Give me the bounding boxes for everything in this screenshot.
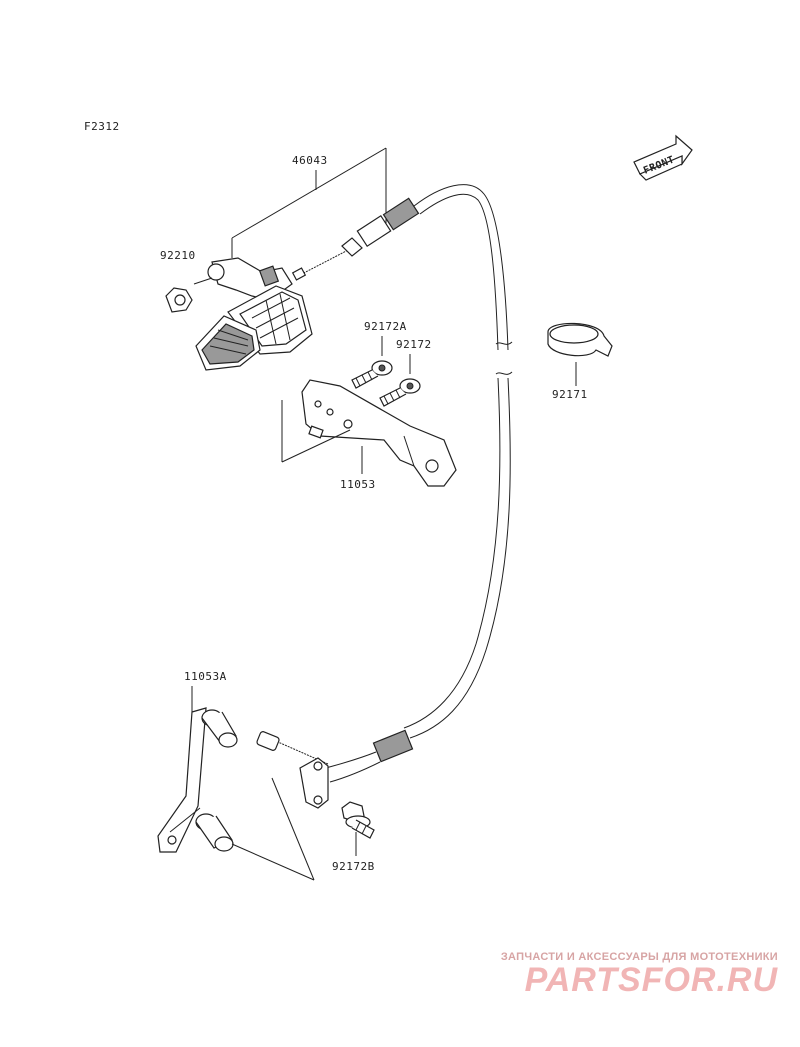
label-bolt: 92172 [396,338,432,351]
nut-icon [165,287,193,313]
watermark: ЗАПЧАСТИ И АКСЕССУАРЫ ДЛЯ МОТОТЕХНИКИ PA… [501,951,778,997]
label-nut: 92210 [160,249,196,262]
label-cable: 46043 [292,154,328,167]
leader-nut [193,277,213,285]
figure-code: F2312 [84,120,120,133]
watermark-tagline: ЗАПЧАСТИ И АКСЕССУАРЫ ДЛЯ МОТОТЕХНИКИ [500,951,778,963]
cable-clamp-icon [547,322,613,357]
cable-end-holder-icon [299,757,329,809]
label-bracket: 11053 [340,478,376,491]
throttle-cable [256,184,513,783]
label-bolt-a: 92172A [364,320,407,333]
label-clamp: 92171 [552,388,588,401]
label-bolt-b: 92172B [332,860,375,873]
leader-bolt-b [231,777,357,881]
front-arrow-icon: FRONT [633,134,693,181]
throttle-lever-assembly [195,247,353,371]
leader-bracket [281,400,363,474]
upper-bracket-icon [301,379,457,487]
bolt-b-icon [341,801,375,839]
bolt-icon [379,378,421,407]
bolt-a-icon [351,360,393,389]
watermark-logo: PARTSFOR.RU [524,961,778,999]
label-lower-bracket: 11053A [184,670,227,683]
lower-bracket-icon [157,707,238,853]
